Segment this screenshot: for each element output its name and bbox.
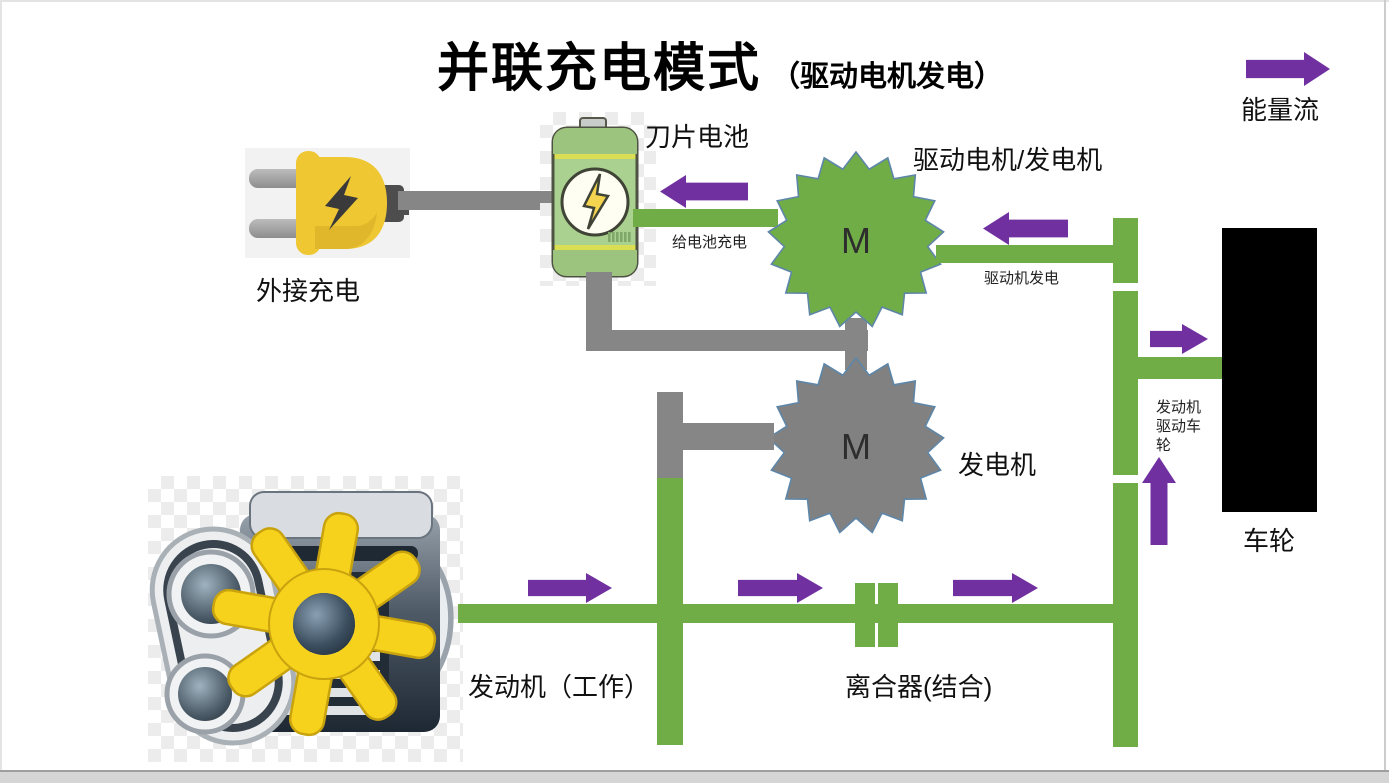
link-motor-wheelbar: [936, 245, 1114, 263]
wheel-label: 车轮: [1243, 526, 1296, 556]
slide-edge-right: [1384, 0, 1386, 771]
title-sub: （驱动电机发电）: [771, 61, 1004, 93]
wheel-bar-bottom: [1113, 483, 1138, 747]
legend-energy-flow-label: 能量流: [1241, 95, 1320, 125]
clutch-plate-left: [855, 583, 875, 647]
arrow-engine-drive-wheel-icon: [1142, 457, 1176, 545]
generator-shaft-connector: [680, 423, 774, 450]
blade-battery-label: 刀片电池: [645, 122, 750, 152]
generator-m: M: [841, 426, 871, 467]
wire-plug-to-battery: [398, 191, 560, 210]
external-charge-label: 外接充电: [256, 276, 361, 306]
arrow-charge-battery-icon: [660, 175, 748, 208]
title-main: 并联充电模式: [437, 40, 762, 98]
generator-shaft-gray: [657, 392, 683, 478]
engine-icon: [149, 491, 454, 746]
link-bar-to-wheel: [1138, 357, 1223, 379]
clutch-label: 离合器(结合): [845, 672, 993, 702]
wire-motor-to-generator: [845, 318, 867, 370]
engine-drive-wheel-label: 发动机驱动车轮: [1156, 399, 1202, 454]
power-plug-icon: [245, 148, 410, 258]
charge-battery-label: 给电池充电: [672, 234, 748, 251]
generator-label: 发电机: [958, 450, 1037, 480]
page-title: 并联充电模式 （驱动电机发电）: [437, 26, 1003, 101]
wire-battery-down: [586, 272, 612, 336]
motor-generate-label: 驱动机发电: [984, 270, 1060, 287]
arrow-after-clutch-icon: [953, 573, 1038, 603]
driveline-shaft: [458, 604, 1138, 623]
link-battery-motor: [633, 209, 778, 227]
blade-battery-icon: [551, 117, 639, 278]
clutch-plate-right: [878, 583, 898, 647]
wire-horizontal: [586, 330, 868, 351]
drive-motor-m: M: [841, 220, 871, 261]
arrow-to-wheel-icon: [1150, 324, 1208, 354]
drive-motor-label: 驱动电机/发电机: [913, 145, 1103, 175]
slide-edge-top: [0, 0, 1389, 2]
energy-flow-arrow-icon: [1246, 52, 1330, 86]
arrow-engine-output-icon: [528, 573, 612, 603]
slide-edge-left: [0, 0, 2, 771]
window-bottom-strip: [0, 772, 1389, 783]
engine-label: 发动机（工作）: [468, 672, 651, 702]
arrow-to-clutch-icon: [738, 573, 823, 603]
statusbar-divider: [0, 770, 1389, 772]
generator-gear-icon: M: [767, 356, 945, 534]
wheel-bar-top: [1113, 218, 1138, 283]
wheel-rect: [1222, 228, 1317, 512]
wheel-bar-middle: [1113, 291, 1138, 475]
arrow-motor-generate-icon: [983, 212, 1068, 245]
drive-motor-gear-icon: M: [767, 150, 945, 328]
